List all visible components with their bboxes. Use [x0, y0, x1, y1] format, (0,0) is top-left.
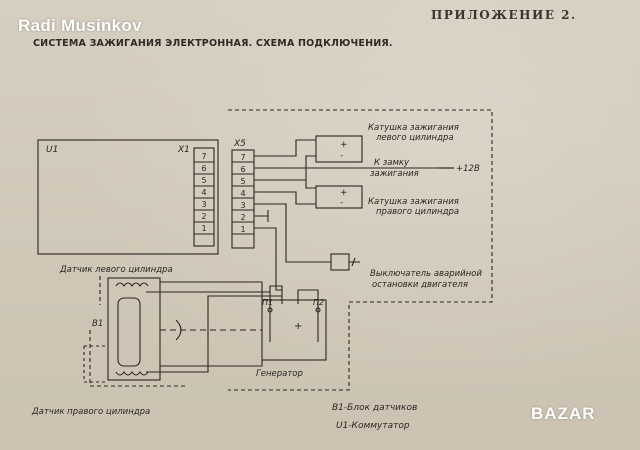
left-coil-label-1: Катушка зажигания — [368, 123, 459, 133]
x1-ref: X1 — [177, 145, 190, 155]
emergency-switch-label-1: Выключатель аварийной — [370, 269, 482, 279]
sensor-block-ref: В1 — [92, 319, 103, 329]
left-coil-plus: + — [340, 140, 348, 150]
emergency-switch-label-2: остановки двигателя — [372, 280, 468, 290]
x1-pin-2: 2 — [201, 212, 206, 221]
emergency-switch-box — [330, 253, 350, 271]
x5-connector — [231, 149, 255, 249]
wire-pin1 — [254, 227, 282, 291]
wire-pin7 — [254, 139, 316, 157]
x5-pin-5: 5 — [240, 177, 245, 186]
commutator-box — [37, 139, 219, 255]
x1-pin-1: 1 — [201, 224, 206, 233]
engine-enclosure-dashed — [228, 109, 493, 391]
author-watermark: Radi Musinkov — [18, 16, 142, 35]
u1-ref: U1 — [46, 145, 58, 155]
ignition-switch-label-2: зажигания — [370, 169, 419, 179]
generator-term-2: П2 — [313, 298, 324, 307]
bazar-logo: BAZAR — [531, 404, 596, 423]
generator-center-mark: + — [294, 321, 302, 332]
x5-pin-3: 3 — [240, 201, 245, 210]
legend-u1: U1-Коммутатор — [336, 421, 410, 431]
x5-pin-labels: 7 6 5 4 3 2 1 — [240, 153, 245, 234]
sensor-right-label: Датчик правого цилиндра — [31, 407, 150, 417]
left-coil-minus: - — [340, 151, 343, 161]
generator-label: Генератор — [256, 369, 303, 379]
wire-pin3 — [254, 203, 331, 263]
x5-pin-2: 2 — [240, 213, 245, 222]
right-coil-minus: - — [340, 198, 343, 208]
wire-pin5 — [254, 155, 316, 189]
x5-pin-1: 1 — [240, 225, 245, 234]
x1-pin-4: 4 — [201, 188, 206, 197]
sensor-rotor — [117, 297, 141, 367]
left-coil-label-2: левого цилиндра — [375, 133, 454, 143]
wire-sensor-top — [160, 281, 263, 300]
sensor-block — [107, 277, 161, 381]
sensor-coil-bottom — [115, 371, 149, 376]
x1-pin-labels: 7 6 5 4 3 2 1 — [201, 152, 206, 233]
right-coil-plus: + — [340, 188, 348, 198]
x1-connector — [193, 147, 215, 247]
legend-b1: В1-Блок датчиков — [332, 403, 417, 413]
wire-sensor-bottom — [160, 360, 263, 367]
x1-pin-6: 6 — [201, 164, 206, 173]
right-coil-label-1: Катушка зажигания — [368, 197, 459, 207]
wire-pin2 — [254, 210, 269, 222]
x5-pin-4: 4 — [240, 189, 245, 198]
generator-term-1: П1 — [262, 298, 273, 307]
wire-pin4 — [254, 191, 316, 205]
ignition-switch-label-1: К замку — [374, 158, 410, 168]
left-coil-box — [315, 135, 363, 163]
x5-ref: X5 — [233, 139, 246, 149]
sensor-coil-top — [115, 282, 149, 287]
right-coil-box — [315, 185, 363, 209]
sensor-left-label: Датчик левого цилиндра — [59, 265, 173, 275]
x5-pin-7: 7 — [240, 153, 245, 162]
diagram-title: СИСТЕМА ЗАЖИГАНИЯ ЭЛЕКТРОННАЯ. СХЕМА ПОД… — [33, 38, 393, 49]
appendix-label: ПРИЛОЖЕНИЕ 2. — [431, 8, 577, 22]
x1-pin-3: 3 — [201, 200, 206, 209]
x5-pin-6: 6 — [240, 165, 245, 174]
ignition-voltage: +12В — [456, 164, 480, 174]
wire-sensor-low — [146, 295, 282, 373]
x1-pin-5: 5 — [201, 176, 206, 185]
x1-pin-7: 7 — [201, 152, 206, 161]
right-coil-label-2: правого цилиндра — [376, 207, 459, 217]
sensor-enclosure-dashed — [89, 276, 186, 387]
